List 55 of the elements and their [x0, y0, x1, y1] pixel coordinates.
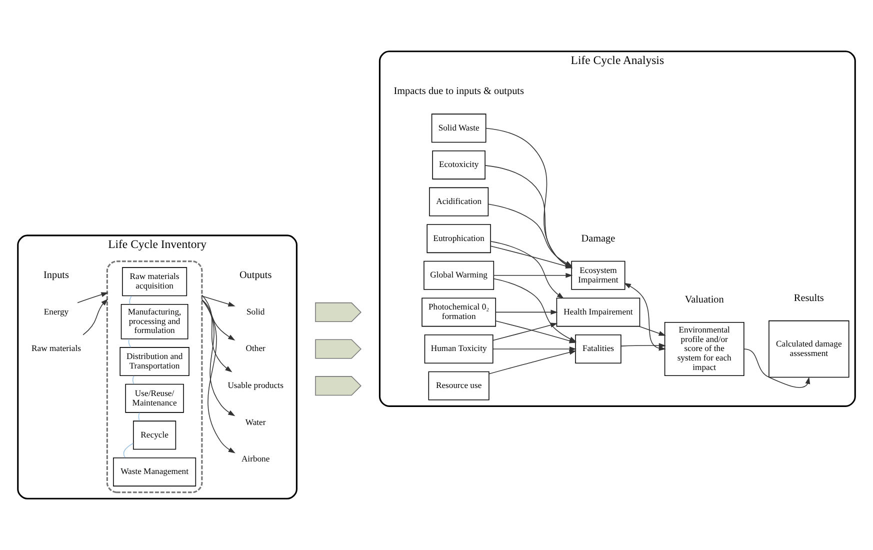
node-box: Distribution and Transportation — [120, 347, 190, 376]
node-box: Calculated damage assessment — [768, 320, 850, 378]
node-arrow — [315, 302, 362, 322]
node-box: Human Toxicity — [424, 334, 494, 364]
connector — [132, 376, 134, 384]
arrow — [202, 296, 236, 307]
arrow — [744, 348, 810, 388]
node-arrow — [315, 376, 362, 396]
node-text: Airbone — [241, 454, 270, 464]
node-box: Ecotoxicity — [432, 150, 486, 180]
node-box: Raw materials acquisition — [122, 267, 188, 296]
arrow — [492, 346, 577, 352]
node-box: Solid Waste — [431, 114, 486, 143]
node-box: Resource use — [428, 371, 490, 400]
arrow — [638, 326, 666, 336]
arrow — [494, 278, 577, 342]
node-box: Use/Reuse/ Maintenance — [125, 384, 184, 413]
arrow — [488, 350, 576, 374]
arrow — [495, 310, 558, 315]
label: Inputs — [44, 270, 69, 282]
label: Results — [794, 292, 824, 304]
arrow — [202, 299, 236, 340]
node-text: Usable products — [228, 380, 284, 390]
node-text: Raw materials — [32, 343, 82, 354]
node-box: Acidification — [429, 187, 489, 216]
label: Impacts due to inputs & outputs — [394, 86, 524, 98]
node-box: Ecosystem Impairment — [571, 260, 626, 290]
node-arrow — [315, 339, 362, 359]
node-box: Photochemical 0₂ formation — [422, 298, 496, 327]
arrow — [82, 298, 108, 336]
node-box: Environmental profile and/or score of the system for each impact — [664, 322, 744, 376]
connector — [128, 338, 132, 348]
node-box: Global Warming — [424, 260, 494, 290]
arrow — [202, 294, 232, 372]
label: Valuation — [684, 294, 724, 306]
node-box: Manufacturing, processing and formulation — [120, 304, 188, 340]
connector — [129, 296, 132, 305]
node-box: Eutrophication — [426, 224, 491, 254]
arrow — [77, 292, 108, 304]
label: Outputs — [239, 270, 272, 282]
connector — [123, 443, 134, 458]
node-text: Other — [246, 343, 266, 354]
arrow — [490, 240, 564, 299]
node-box: Health Impairement — [556, 298, 640, 327]
node-box: Recycle — [133, 420, 176, 450]
node-text: Energy — [44, 306, 69, 316]
cluster — [106, 260, 203, 494]
node-box: Fatalities — [575, 334, 622, 364]
arrow — [202, 299, 236, 454]
node-text: Water — [245, 416, 266, 427]
node-text: Solid — [246, 306, 265, 316]
label: Damage — [581, 233, 616, 244]
node-box: Waste Management — [113, 457, 196, 486]
arrow — [202, 299, 236, 416]
arrow — [493, 272, 573, 278]
